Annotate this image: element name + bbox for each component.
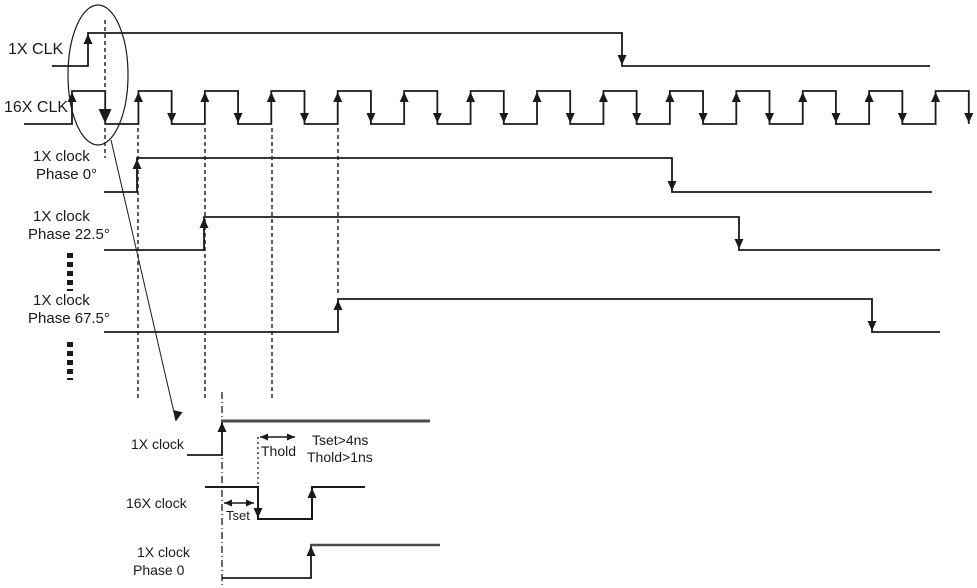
arrowhead-down	[867, 321, 877, 331]
label-inset-16x-clock: 16X clock	[126, 495, 187, 511]
arrowhead-up	[598, 92, 608, 102]
arrowhead-up	[532, 92, 542, 102]
label-tset: Tset	[226, 508, 250, 523]
inset-phase0-low	[222, 545, 312, 579]
sig-16x-clk	[24, 90, 970, 125]
inset-1x-low	[187, 421, 223, 456]
label-phase225-line1: 1X clock	[33, 208, 90, 225]
arrowhead-down	[173, 410, 183, 421]
arrowhead-up	[266, 92, 276, 102]
label-16x-clk: 16X CLK	[4, 99, 69, 116]
label-inset-phase0-line1: 1X clock	[137, 544, 190, 560]
zoom-leader-line	[110, 139, 177, 422]
arrowhead-up	[133, 92, 143, 102]
arrowhead-up	[307, 488, 317, 498]
arrowhead-up	[67, 92, 77, 102]
arrowhead-down	[734, 239, 744, 249]
arrowhead-up	[466, 92, 476, 102]
arrowhead-down	[233, 113, 243, 123]
arrowhead-down	[366, 113, 376, 123]
sig-phase0	[104, 157, 932, 193]
arrowhead-down	[964, 113, 974, 123]
arrowhead-up	[333, 92, 343, 102]
arrowhead-down	[499, 113, 509, 123]
arrowhead-down	[897, 113, 907, 123]
arrowhead-right	[246, 499, 254, 507]
arrowhead-up	[399, 92, 409, 102]
arrowhead-up	[200, 92, 210, 102]
arrowhead-down	[253, 508, 263, 518]
arrowhead-up	[132, 159, 142, 169]
arrowhead-up	[333, 300, 343, 310]
label-spec-tset: Tset>4ns	[312, 432, 369, 448]
arrowhead-up	[217, 422, 227, 432]
label-1x-clk: 1X CLK	[8, 41, 64, 58]
label-phase225-line2: Phase 22.5°	[28, 226, 110, 243]
arrowhead-up	[931, 92, 941, 102]
label-inset-1x-clock: 1X clock	[131, 436, 184, 452]
sig-phase225	[104, 216, 940, 251]
arrowhead-up	[864, 92, 874, 102]
arrowhead-down	[698, 113, 708, 123]
arrowhead-down	[432, 113, 442, 123]
arrowhead-down	[617, 55, 627, 65]
arrowhead-left	[260, 433, 268, 441]
inset-16x	[205, 486, 365, 520]
label-spec-thold: Thold>1ns	[307, 449, 373, 465]
arrowhead-up	[83, 34, 93, 44]
arrowhead-up	[665, 92, 675, 102]
label-inset-phase0-line2: Phase 0	[133, 562, 185, 578]
arrowhead-down	[167, 113, 177, 123]
label-phase0-line1: 1X clock	[33, 148, 90, 165]
arrowhead-left	[224, 499, 232, 507]
label-phase0-line2: Phase 0°	[36, 166, 98, 183]
arrowhead-down	[299, 113, 309, 123]
arrowhead-down	[565, 113, 575, 123]
arrowhead-up	[199, 218, 209, 228]
label-phase675-line1: 1X clock	[33, 292, 90, 309]
arrowhead-down	[667, 181, 677, 191]
arrowhead-up	[798, 92, 808, 102]
sig-1x-clk	[52, 32, 930, 67]
label-phase675-line2: Phase 67.5°	[28, 310, 110, 327]
arrowhead-down	[98, 109, 112, 123]
arrowhead-up	[731, 92, 741, 102]
arrowhead-down	[831, 113, 841, 123]
sig-phase675	[104, 298, 940, 333]
label-thold: Thold	[261, 443, 297, 459]
arrowhead-down	[632, 113, 642, 123]
arrowhead-down	[765, 113, 774, 123]
arrowhead-right	[287, 433, 295, 441]
zoom-ellipse	[67, 4, 129, 146]
arrowhead-up	[306, 546, 316, 556]
